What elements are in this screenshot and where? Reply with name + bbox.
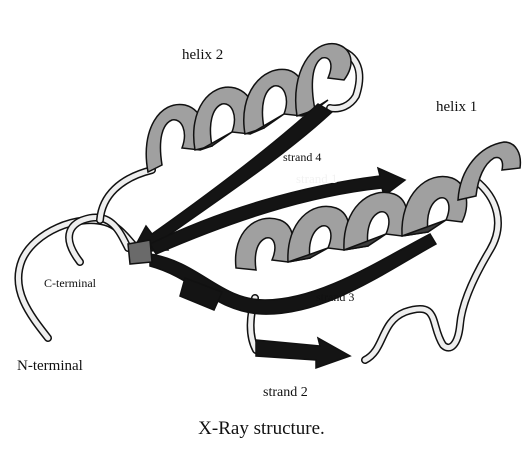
c-terminal-label: C-terminal <box>44 276 97 290</box>
n-terminal-label: N-terminal <box>17 358 83 374</box>
strand-4-label: strand 4 <box>283 150 321 164</box>
strand-2-arrow <box>256 338 350 368</box>
helix-2-label: helix 2 <box>182 47 223 63</box>
strand-3-label: strand 3 <box>316 290 354 304</box>
strand-2-label: strand 2 <box>263 385 308 400</box>
helix-1-label: helix 1 <box>436 99 477 115</box>
strand-1-label: strand 1 <box>296 171 338 186</box>
figure-caption: X-Ray structure. <box>0 418 523 440</box>
